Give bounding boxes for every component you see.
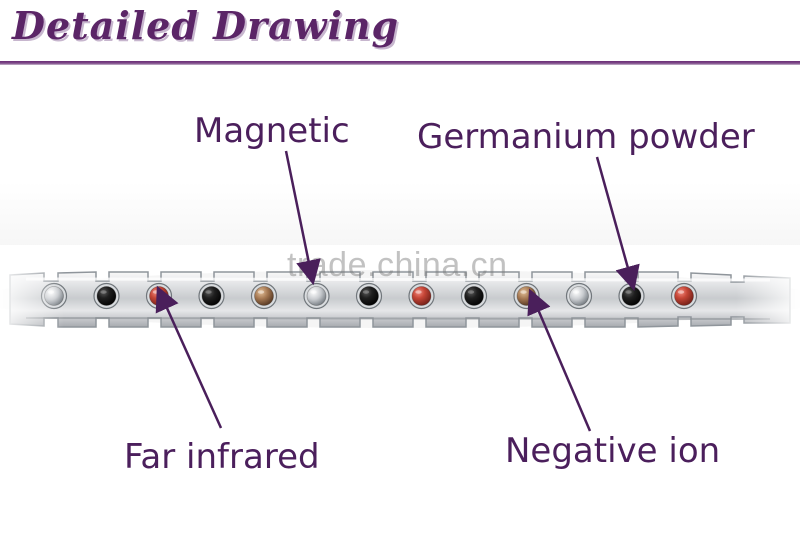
magnetic-label: Magnetic <box>194 111 350 151</box>
bracelet-image <box>0 245 800 355</box>
watermark-text: trade.china.cn <box>287 246 508 284</box>
bracelet-fade <box>0 245 800 355</box>
page-title: Detailed Drawing <box>12 3 400 48</box>
header-divider <box>0 61 800 65</box>
far-infrared-label: Far infrared <box>124 437 320 477</box>
germanium-powder-label: Germanium powder <box>417 117 755 157</box>
bracelet-svg <box>0 245 800 355</box>
negative-ion-label: Negative ion <box>505 431 721 471</box>
